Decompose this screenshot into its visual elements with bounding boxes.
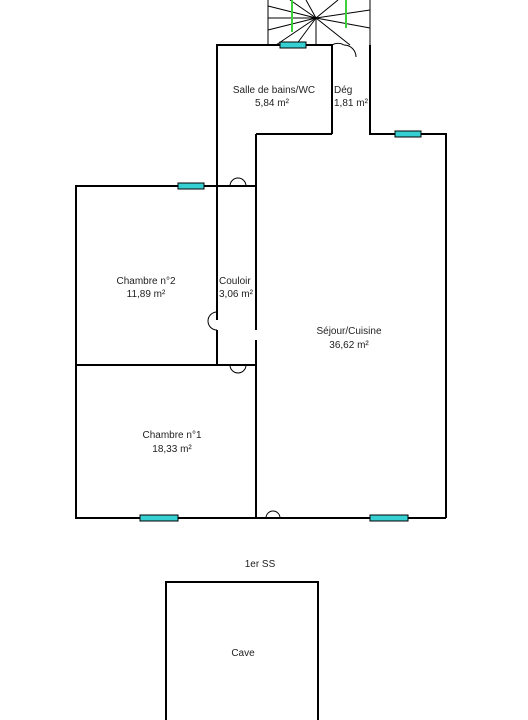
window-sejour-bottom [369, 514, 409, 522]
door-chambre2 [207, 311, 218, 331]
staircase [267, 0, 371, 46]
room-area-chambre1: 18,33 m² [152, 444, 192, 455]
door-chambre1 [229, 364, 247, 374]
room-area-couloir: 3,06 m² [219, 289, 254, 300]
window-chambre2 [177, 182, 205, 190]
room-label-sejour: Séjour/Cuisine [316, 326, 381, 337]
walls [75, 44, 447, 720]
room-area-degagement: 1,81 m² [334, 98, 369, 109]
window-sejour-top [394, 130, 422, 138]
door-degagement [331, 42, 345, 46]
door-couloir-top [229, 177, 247, 187]
room-label-cave: Cave [231, 648, 255, 659]
room-label-couloir: Couloir [219, 276, 251, 287]
room-area-chambre2: 11,89 m² [127, 289, 166, 300]
door-sejour [265, 510, 281, 519]
room-label-chambre1: Chambre n°1 [142, 430, 201, 441]
level-label: 1er SS [245, 559, 276, 570]
room-area-sejour: 36,62 m² [329, 340, 369, 351]
windows [139, 41, 422, 522]
room-label-chambre2: Chambre n°2 [116, 276, 175, 287]
window-bathroom [279, 41, 307, 49]
room-area-salle-de-bains: 5,84 m² [255, 98, 290, 109]
doors [207, 42, 357, 519]
window-chambre1 [139, 514, 179, 522]
room-label-salle-de-bains: Salle de bains/WC [233, 85, 315, 96]
room-label-degagement: Dég [334, 85, 352, 96]
